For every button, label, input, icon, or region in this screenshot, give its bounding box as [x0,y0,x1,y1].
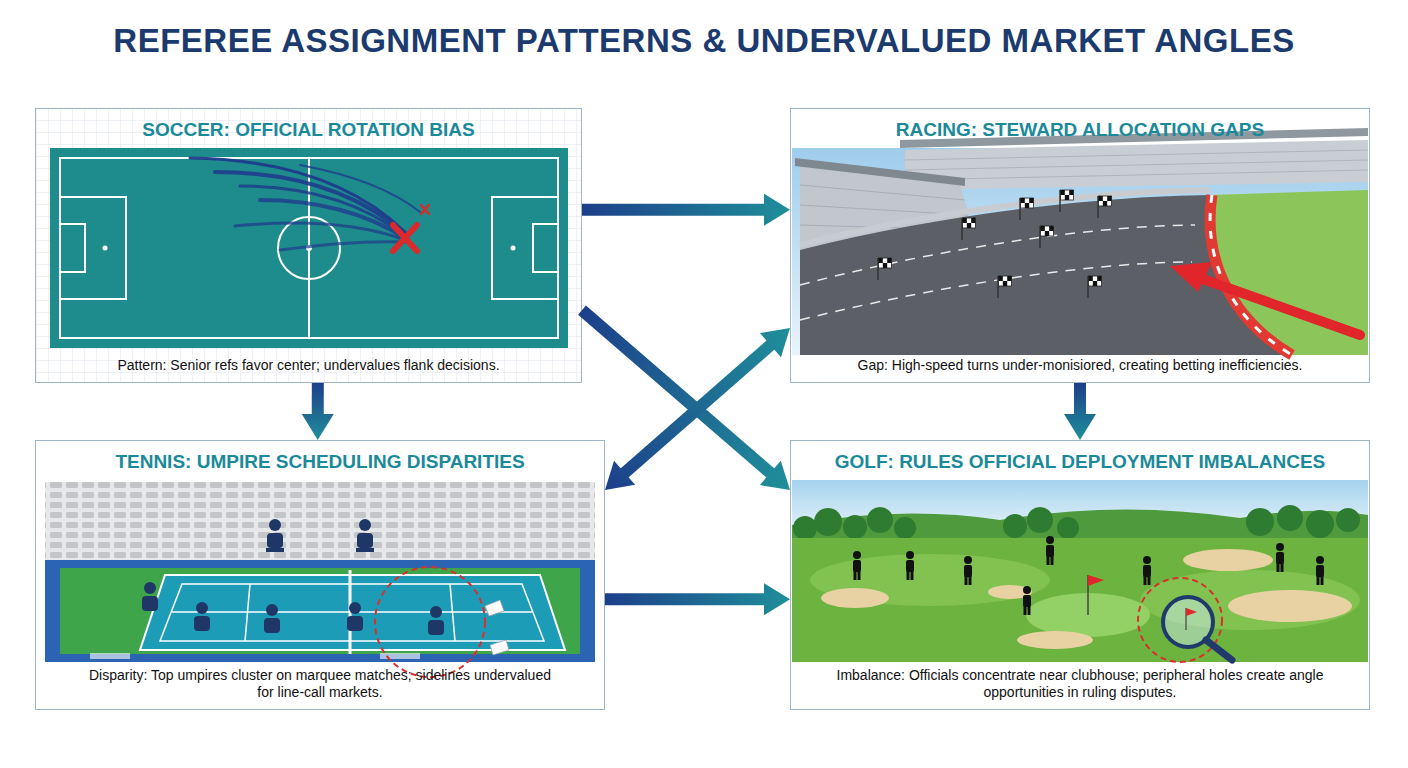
tennis-arena [45,482,595,662]
flow-arrow [605,583,790,615]
diagram-title: REFEREE ASSIGNMENT PATTERNS & UNDERVALUE… [0,22,1408,60]
sport-panel: TENNIS: UMPIRE SCHEDULING DISPARITIES Dis… [35,440,605,710]
arrow-head [302,414,334,440]
arrow-shaft [1074,383,1086,416]
panel-heading: GOLF: RULES OFFICIAL DEPLOYMENT IMBALANC… [791,441,1369,473]
panel-background [790,440,1370,710]
sport-panel: RACING: STEWARD ALLOCATION GAPS Gap: High… [790,108,1370,383]
arrow-shaft [605,593,766,605]
panel-caption: Imbalance: Officials concentrate near cl… [791,667,1369,709]
golf-course [792,480,1368,662]
panel-background [35,108,582,383]
panel-background [790,108,1370,383]
arrow-head [1064,414,1096,440]
arrow-head [760,461,790,490]
panel-caption: Pattern: Senior refs favor center; under… [36,357,581,382]
sport-panel: SOCCER: OFFICIAL ROTATION BIAS Pattern: S… [35,108,582,383]
arrow-head [605,461,635,490]
grid-background [35,108,582,383]
rules-official-figures [853,536,1324,615]
sport-panel: GOLF: RULES OFFICIAL DEPLOYMENT IMBALANC… [790,440,1370,710]
arrow-head [764,583,790,615]
line-call-cards [485,600,509,655]
decision-trajectories [190,158,420,250]
flow-arrow [605,328,790,490]
racing-track-scene [792,128,1368,355]
soccer-pitch [50,148,568,348]
flow-arrow [302,383,334,440]
panel-heading: TENNIS: UMPIRE SCHEDULING DISPARITIES [36,441,604,473]
arrow-shaft [312,383,324,416]
error-mark [393,205,429,251]
panel-background [35,440,605,710]
panel-heading: SOCCER: OFFICIAL ROTATION BIAS [36,109,581,141]
magnifier-symbol [1138,578,1232,662]
attention-arrow [1170,262,1360,335]
arrow-shaft [582,204,766,216]
panel-caption: Disparity: Top umpires cluster on marque… [36,667,604,709]
arrow-shaft [623,344,772,474]
arrow-head [764,194,790,226]
panel-caption: Gap: High-speed turns under-monisiored, … [791,357,1369,382]
arrow-shaft [582,310,772,474]
arrow-head [760,328,790,357]
flow-arrow [1064,383,1096,440]
focus-circle [375,567,485,677]
panel-heading: RACING: STEWARD ALLOCATION GAPS [791,109,1369,141]
flow-arrow [582,194,790,226]
flow-arrow [582,310,790,490]
